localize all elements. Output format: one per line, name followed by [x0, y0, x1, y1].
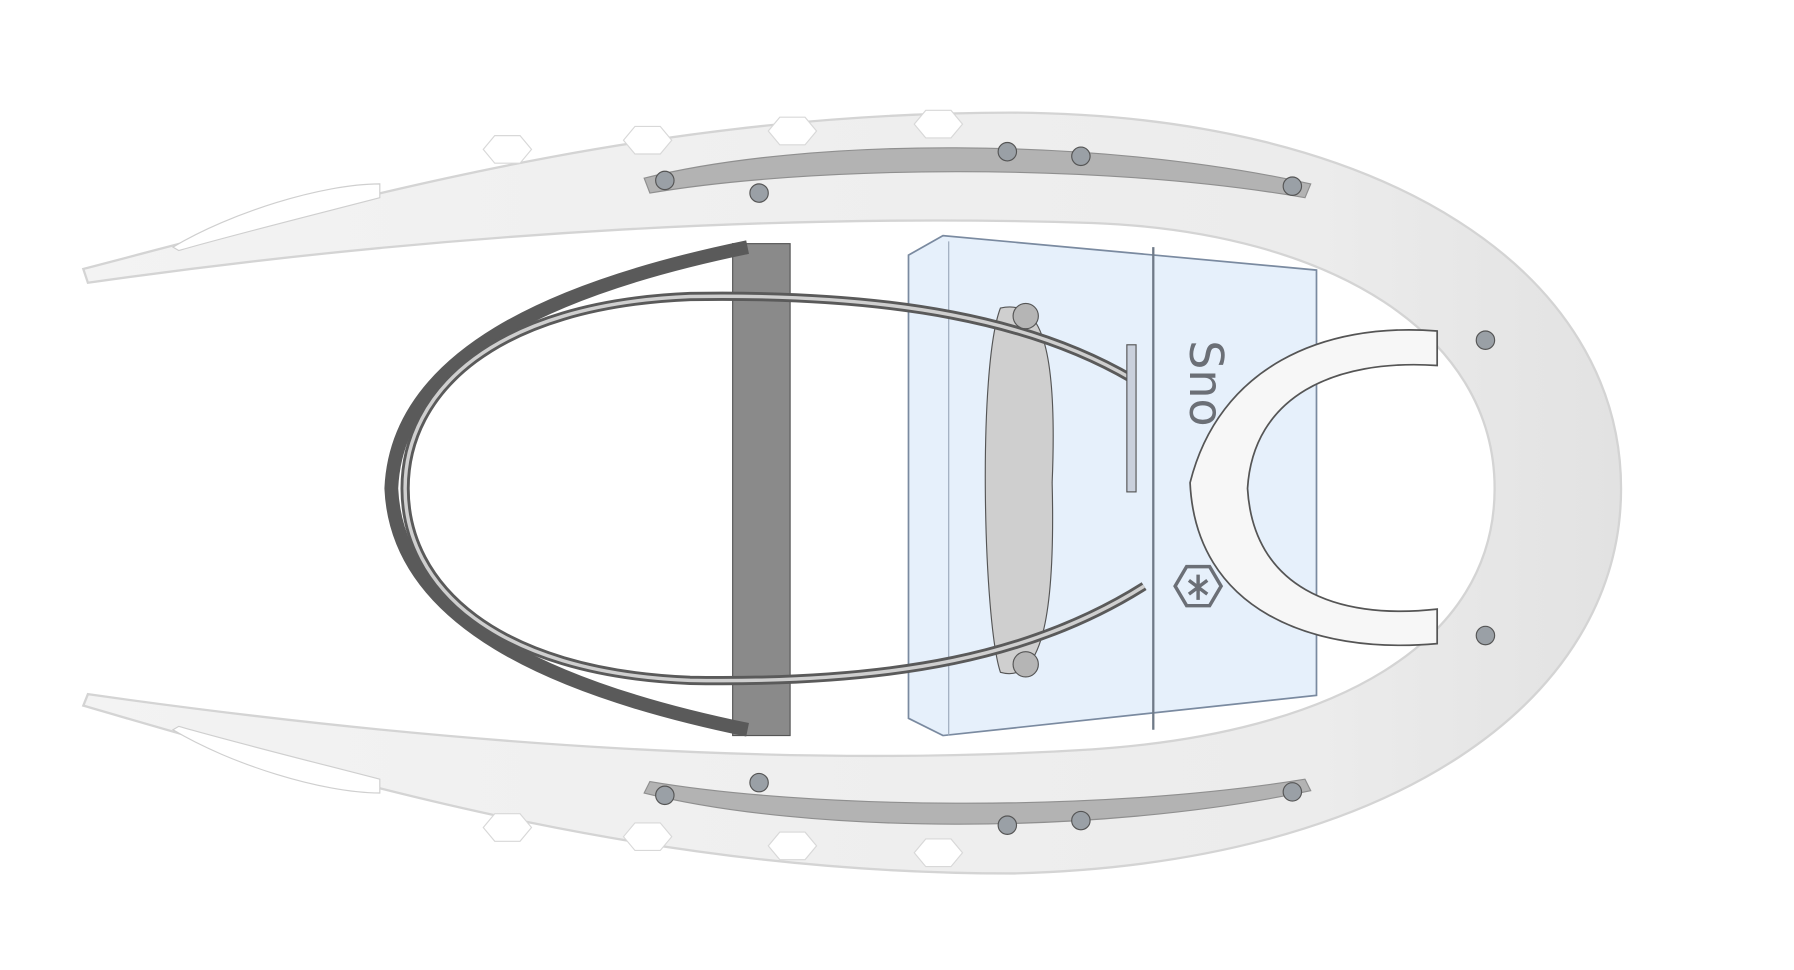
frame-slot-bottom — [171, 725, 381, 794]
heel-bar — [732, 243, 791, 737]
binding-plate: Sno — [907, 234, 1318, 737]
rivets — [655, 141, 1496, 835]
logo-hex-icon — [1173, 564, 1224, 608]
hex-cutouts — [482, 109, 964, 868]
side-rails — [643, 147, 1312, 825]
heel-strap — [384, 240, 1147, 737]
snowshoe-frame — [81, 109, 1623, 875]
strap-pivots — [1012, 302, 1039, 678]
frame-slot-top — [171, 183, 381, 252]
toe-cap — [1189, 329, 1439, 647]
binding-arch — [984, 306, 1054, 675]
buckle-bar — [1126, 344, 1137, 493]
